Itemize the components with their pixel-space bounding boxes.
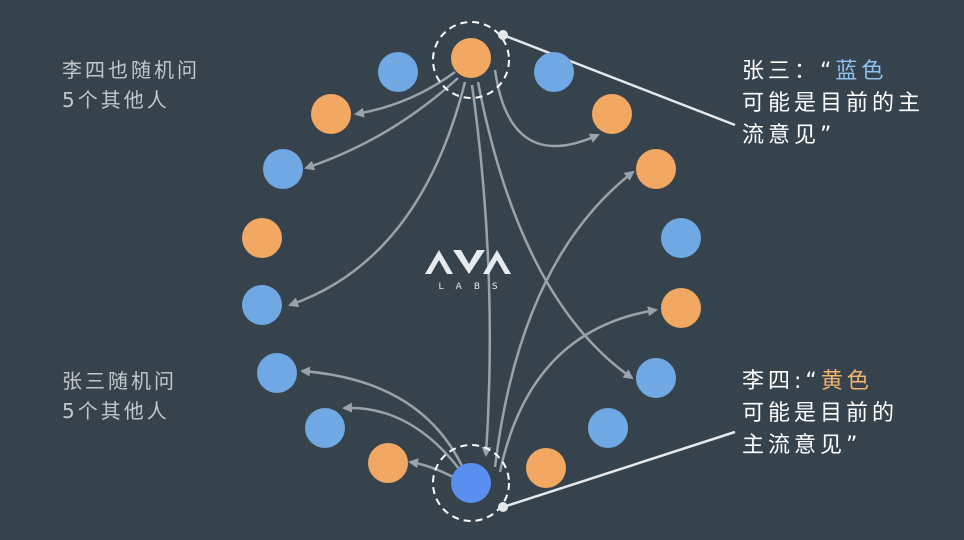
quote-zhangsan-speaker: 张三： <box>742 59 821 84</box>
quote-zhangsan-line3: 流意见” <box>742 123 836 148</box>
arrow-bottom-to-bottom-left <box>408 458 456 480</box>
note-zhangsan-line2: 5个其他人 <box>62 399 170 423</box>
node-top-left <box>378 52 418 92</box>
node-bottom-right <box>526 448 566 488</box>
node-left-6 <box>305 408 345 448</box>
note-lisi-line1: 李四也随机问 <box>62 58 200 82</box>
note-zhangsan: 张三随机问 5个其他人 <box>62 366 177 426</box>
callout-line-lisi <box>502 430 736 509</box>
node-left-1 <box>311 94 351 134</box>
arrow-bottom-to-left-5 <box>300 366 464 467</box>
node-left-5 <box>257 353 297 393</box>
node-right-2 <box>636 149 676 189</box>
node-top-right <box>534 52 574 92</box>
callout-line-zhangsan <box>502 33 736 127</box>
node-top-center <box>451 38 491 78</box>
ava-logo-icon <box>425 250 511 274</box>
arrow-top-to-left-2 <box>304 77 459 171</box>
note-lisi-line2: 5个其他人 <box>62 88 170 112</box>
node-right-3 <box>661 218 701 258</box>
arrow-top-to-right-1 <box>493 69 600 148</box>
node-left-2 <box>263 149 303 189</box>
ava-labs-logo: LABS <box>418 248 518 292</box>
node-bottom-center <box>451 463 491 503</box>
callout-dot-zhangsan <box>498 30 508 40</box>
node-right-1 <box>592 94 632 134</box>
highlight-ring-top <box>432 21 510 99</box>
quote-lisi-open: “ <box>805 369 821 394</box>
callout-dot-lisi <box>498 502 508 512</box>
quote-lisi: 李四:“黄色 可能是目前的 主流意见” <box>742 366 898 462</box>
quote-zhangsan-line2: 可能是目前的主 <box>742 91 925 116</box>
node-right-4 <box>661 288 701 328</box>
quote-lisi-speaker: 李四: <box>742 369 806 394</box>
arrow-top-to-left-1 <box>354 70 456 118</box>
quote-zhangsan: 张三：“蓝色 可能是目前的主 流意见” <box>742 56 924 152</box>
arrow-bottom-to-right-2 <box>493 170 635 468</box>
node-right-5 <box>636 358 676 398</box>
quote-zhangsan-open: “ <box>820 59 836 84</box>
node-left-3 <box>242 218 282 258</box>
node-right-6 <box>588 408 628 448</box>
arrow-top-to-left-4 <box>288 81 467 308</box>
arrow-bottom-to-right-4 <box>498 306 658 473</box>
quote-lisi-color-word: 黄色 <box>820 369 873 394</box>
node-bottom-left <box>368 443 408 483</box>
note-lisi: 李四也随机问 5个其他人 <box>62 55 200 115</box>
quote-lisi-line2: 可能是目前的 <box>742 401 899 426</box>
arrow-bottom-to-left-6 <box>342 402 461 471</box>
note-zhangsan-line1: 张三随机问 <box>62 369 177 393</box>
arrow-top-to-right-5 <box>476 81 634 380</box>
quote-lisi-line3: 主流意见” <box>742 433 862 458</box>
quote-zhangsan-color-word: 蓝色 <box>835 59 888 84</box>
logo-labs-text: LABS <box>438 282 510 292</box>
node-left-4 <box>242 285 282 325</box>
highlight-ring-bottom <box>432 444 510 522</box>
